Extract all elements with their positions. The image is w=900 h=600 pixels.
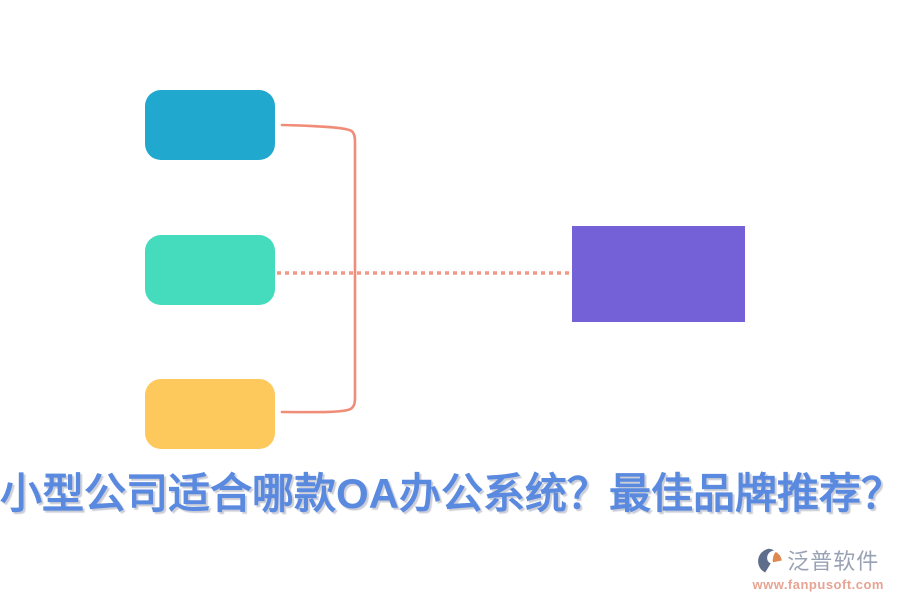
bracket-connector <box>280 123 357 414</box>
watermark: 泛普软件 www.fanpusoft.com <box>752 544 884 592</box>
fanpu-logo-icon <box>758 548 782 573</box>
flow-box-yellow <box>145 379 275 449</box>
target-box-purple <box>572 226 745 322</box>
flow-box-mint <box>145 235 275 305</box>
watermark-brand-row: 泛普软件 <box>752 544 884 576</box>
brand-url: www.fanpusoft.com <box>752 577 884 592</box>
page-title: 小型公司适合哪款OA办公系统？最佳品牌推荐？ <box>0 470 900 517</box>
brand-name: 泛普软件 <box>787 549 880 574</box>
flow-box-teal <box>145 90 275 160</box>
